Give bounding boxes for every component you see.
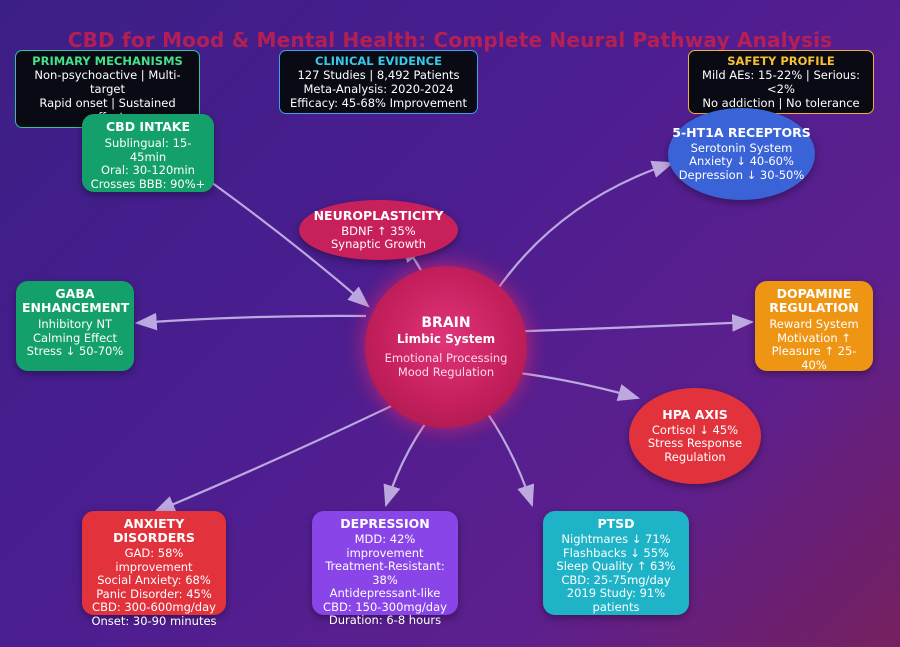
cbd-intake-node: CBD INTAKE Sublingual: 15-45min Oral: 30…: [82, 114, 214, 192]
depression-title: DEPRESSION: [340, 516, 430, 531]
clinical-evidence-line-3: Efficacy: 45-68% Improvement: [290, 96, 467, 110]
arrow-brain-to-hpa: [511, 370, 641, 402]
brain-subtitle: Limbic System: [396, 332, 496, 346]
dopamine-title-2: REGULATION: [769, 300, 859, 315]
safety-profile-line-2: No addiction | No tolerance: [702, 96, 860, 110]
diagram-title: CBD for Mood & Mental Health: Complete N…: [67, 28, 833, 52]
anxiety-line-4: CBD: 300-600mg/day: [92, 600, 216, 614]
safety-profile-line-1: Mild AEs: 15-22% | Serious: <2%: [702, 68, 860, 96]
ptsd-line-5: 2019 Study: 91% patients: [566, 586, 666, 614]
cbd-intake-line-1: Sublingual: 15-45min: [104, 136, 192, 164]
dopamine-title-1: DOPAMINE: [776, 286, 852, 301]
depression-line-1: MDD: 42% improvement: [346, 532, 424, 560]
ptsd-title: PTSD: [597, 516, 635, 531]
hpa-axis-title: HPA AXIS: [662, 406, 728, 422]
dopamine-line-3: Pleasure ↑ 25-40%: [771, 344, 857, 372]
anxiety-line-3: Panic Disorder: 45%: [96, 586, 212, 601]
clinical-evidence-title: CLINICAL EVIDENCE: [315, 54, 442, 68]
brain-title: BRAIN: [421, 315, 471, 331]
brain-node: BRAIN Limbic System Emotional Processing…: [365, 266, 527, 428]
dopamine-regulation-node: DOPAMINE REGULATION Reward System Motiva…: [755, 281, 873, 371]
5ht1a-receptors-line-2: Anxiety ↓ 40-60%: [689, 154, 794, 169]
5ht1a-receptors-node: 5-HT1A RECEPTORS Serotonin System Anxiet…: [668, 108, 815, 200]
5ht1a-receptors-line-3: Depression ↓ 30-50%: [678, 167, 805, 182]
depression-line-2: Treatment-Resistant: 38%: [325, 559, 445, 587]
safety-profile-box: SAFETY PROFILE Mild AEs: 15-22% | Seriou…: [688, 50, 874, 114]
hpa-axis-line-1: Cortisol ↓ 45%: [651, 422, 739, 437]
arrow-brain-to-anxiety: [152, 397, 409, 514]
cbd-intake-title: CBD INTAKE: [106, 119, 190, 134]
hpa-axis-line-2: Stress Response: [647, 436, 743, 451]
brain-line-1: Emotional Processing: [384, 351, 508, 365]
anxiety-line-5: Onset: 30-90 minutes: [91, 613, 217, 628]
clinical-evidence-box: CLINICAL EVIDENCE 127 Studies | 8,492 Pa…: [279, 50, 478, 114]
neuroplasticity-node: NEUROPLASTICITY BDNF ↑ 35% Synaptic Grow…: [299, 200, 458, 260]
cbd-intake-line-3: Crosses BBB: 90%+: [90, 176, 206, 191]
arrow-brain-to-dopamine: [497, 314, 755, 334]
gaba-title-1: GABA: [55, 286, 95, 301]
gaba-line-2: Calming Effect: [32, 330, 117, 345]
depression-line-5: Duration: 6-8 hours: [328, 613, 442, 627]
primary-mechanisms-line-1: Non-psychoactive | Multi-target: [34, 68, 181, 96]
arrow-brain-to-gaba: [134, 312, 367, 331]
anxiety-title: ANXIETY DISORDERS: [113, 516, 195, 545]
gaba-line-1: Inhibitory NT: [37, 317, 113, 331]
dopamine-line-1: Reward System: [769, 317, 859, 331]
depression-line-3: Antidepressant-like: [329, 586, 441, 600]
anxiety-line-2: Social Anxiety: 68%: [97, 573, 211, 587]
depression-line-4: CBD: 150-300mg/day: [323, 599, 447, 614]
5ht1a-receptors-title: 5-HT1A RECEPTORS: [672, 124, 811, 140]
hpa-axis-line-3: Regulation: [664, 449, 726, 464]
cbd-intake-line-2: Oral: 30-120min: [101, 163, 195, 177]
anxiety-line-1: GAD: 58% improvement: [115, 546, 193, 574]
depression-node: DEPRESSION MDD: 42% improvement Treatmen…: [312, 511, 458, 627]
safety-profile-title: SAFETY PROFILE: [727, 54, 835, 68]
gaba-enhancement-node: GABA ENHANCEMENT Inhibitory NT Calming E…: [16, 281, 134, 371]
neuroplasticity-line-2: Synaptic Growth: [330, 237, 427, 251]
gaba-title-2: ENHANCEMENT: [22, 300, 130, 315]
neuroplasticity-title: NEUROPLASTICITY: [313, 207, 444, 223]
brain-line-2: Mood Regulation: [397, 365, 495, 379]
primary-mechanisms-title: PRIMARY MECHANISMS: [32, 54, 183, 68]
anxiety-disorders-node: ANXIETY DISORDERS GAD: 58% improvement S…: [82, 511, 226, 627]
ptsd-line-3: Sleep Quality ↑ 63%: [556, 559, 676, 573]
5ht1a-receptors-line-1: Serotonin System: [690, 140, 793, 155]
ptsd-line-2: Flashbacks ↓ 55%: [563, 545, 669, 560]
gaba-line-3: Stress ↓ 50-70%: [26, 344, 124, 358]
clinical-evidence-line-2: Meta-Analysis: 2020-2024: [303, 82, 454, 96]
dopamine-line-2: Motivation ↑: [777, 330, 851, 345]
neuroplasticity-line-1: BDNF ↑ 35%: [341, 223, 416, 238]
hpa-axis-node: HPA AXIS Cortisol ↓ 45% Stress Response …: [629, 388, 761, 484]
ptsd-line-4: CBD: 25-75mg/day: [561, 572, 671, 587]
clinical-evidence-line-1: 127 Studies | 8,492 Patients: [297, 68, 460, 82]
ptsd-node: PTSD Nightmares ↓ 71% Flashbacks ↓ 55% S…: [543, 511, 689, 615]
ptsd-line-1: Nightmares ↓ 71%: [561, 532, 671, 546]
arrow-brain-to-5ht1a: [496, 160, 675, 291]
